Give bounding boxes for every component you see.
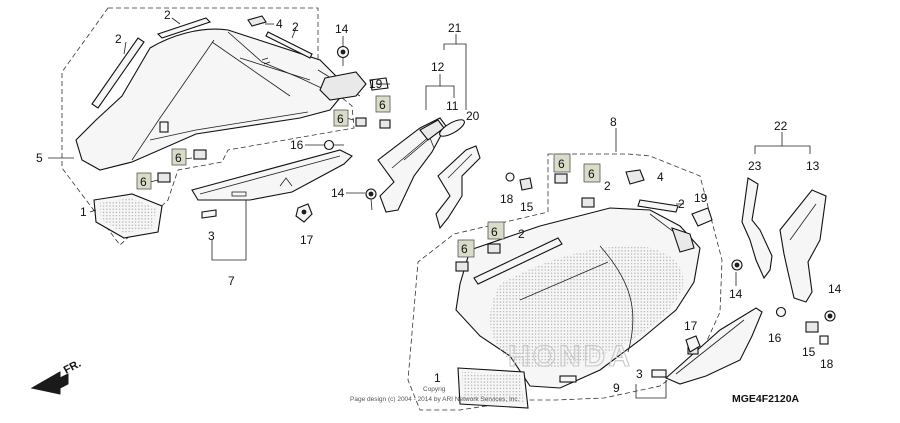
label-4a: 4 xyxy=(276,17,283,31)
lower-panel-9-part xyxy=(664,307,763,385)
right-strip-part-a xyxy=(473,237,563,285)
highlight-box-6c xyxy=(171,148,187,166)
label-14d: 14 xyxy=(729,287,743,301)
label-2c: 2 xyxy=(292,20,299,34)
label-6a: 6 xyxy=(337,112,344,126)
label-1a: 1 xyxy=(80,205,87,219)
right-group-outline xyxy=(407,153,723,411)
inner-panel-20-part xyxy=(435,145,481,230)
copyright-text: Page design (c) 2004 - 2014 by ARI Netwo… xyxy=(350,396,520,403)
upper-right-strip-part xyxy=(265,31,313,59)
label-1b: 1 xyxy=(434,371,441,385)
grommet-part xyxy=(439,119,465,137)
label-2b: 2 xyxy=(115,32,122,46)
highlight-box-6g xyxy=(457,239,475,258)
label-2e: 2 xyxy=(678,197,685,211)
label-8: 8 xyxy=(610,115,617,129)
label-7: 7 xyxy=(228,274,235,288)
label-6d: 6 xyxy=(140,175,147,189)
fastener-18-15-part xyxy=(505,172,533,191)
label-20: 20 xyxy=(466,109,480,123)
label-3a: 3 xyxy=(208,229,215,243)
left-strip-part xyxy=(91,37,145,109)
label-11: 11 xyxy=(446,99,459,113)
label-18a: 18 xyxy=(500,192,514,206)
highlight-box-6d xyxy=(136,172,152,190)
highlight-box-6b xyxy=(375,95,391,113)
label-6h: 6 xyxy=(491,225,498,239)
copyright-prefix: Copyrig xyxy=(423,386,446,393)
label-19a: 19 xyxy=(369,77,383,91)
upper-strip-part xyxy=(156,17,212,39)
side-panel-13-part xyxy=(779,189,827,303)
label-17b: 17 xyxy=(684,319,698,333)
front-arrow-label: FR. xyxy=(62,358,83,377)
spring-clips-right xyxy=(455,173,595,272)
label-14c: 14 xyxy=(828,282,842,296)
label-15b: 15 xyxy=(802,345,816,359)
label-23: 23 xyxy=(748,159,762,173)
highlight-box-6a xyxy=(333,109,349,127)
label-2f: 2 xyxy=(518,227,525,241)
rivet-3-part xyxy=(201,209,217,219)
rivet-3b-part xyxy=(651,369,667,378)
highlight-box-6f xyxy=(583,163,601,183)
leader-lines xyxy=(48,17,811,399)
diagram-code: MGE4F2120A xyxy=(732,393,800,405)
honda-watermark: HONDA xyxy=(508,340,633,373)
label-19b: 19 xyxy=(694,191,708,205)
clip-4-part xyxy=(247,15,267,27)
label-2a: 2 xyxy=(164,8,171,22)
label-18b: 18 xyxy=(820,357,834,371)
clip-4b-part xyxy=(625,169,645,185)
label-14a: 14 xyxy=(335,22,349,36)
label-17a: 17 xyxy=(300,233,314,247)
label-4b: 4 xyxy=(657,170,664,184)
hardware-cluster-right xyxy=(775,306,836,345)
front-direction-arrow: FR. xyxy=(30,358,83,395)
bolt-14-part xyxy=(336,45,350,66)
highlight-box-6h xyxy=(487,221,505,240)
label-15a: 15 xyxy=(520,200,534,214)
label-21: 21 xyxy=(448,21,462,35)
bolt-16-part xyxy=(323,139,344,151)
label-3b: 3 xyxy=(636,367,643,381)
right-cowl-part xyxy=(455,207,701,389)
label-14b: 14 xyxy=(331,186,345,200)
label-5: 5 xyxy=(36,151,43,165)
bolt-14b-part xyxy=(365,188,377,211)
right-strip-part-b xyxy=(637,199,679,213)
label-6f: 6 xyxy=(588,167,595,181)
label-16a: 16 xyxy=(290,138,304,152)
bracket-19b-part xyxy=(691,207,713,227)
clip-17b-part xyxy=(685,335,701,353)
highlight-box-6e xyxy=(553,153,571,173)
label-6e: 6 xyxy=(558,157,565,171)
label-2d: 2 xyxy=(604,179,611,193)
side-panel-23-part xyxy=(741,177,773,280)
label-22: 22 xyxy=(774,119,788,133)
bolt-14c-part xyxy=(731,259,743,271)
label-9: 9 xyxy=(613,381,620,395)
left-cowl-part xyxy=(75,28,367,171)
spring-clips-left xyxy=(157,117,391,183)
label-13: 13 xyxy=(806,159,820,173)
label-16b: 16 xyxy=(768,331,782,345)
inner-panel-11-part xyxy=(377,117,447,213)
label-6g: 6 xyxy=(461,242,468,256)
lower-rail-part xyxy=(191,149,353,201)
label-6b: 6 xyxy=(379,98,386,112)
clip-17-part xyxy=(295,203,313,223)
label-6c: 6 xyxy=(175,151,182,165)
label-12: 12 xyxy=(431,60,445,74)
